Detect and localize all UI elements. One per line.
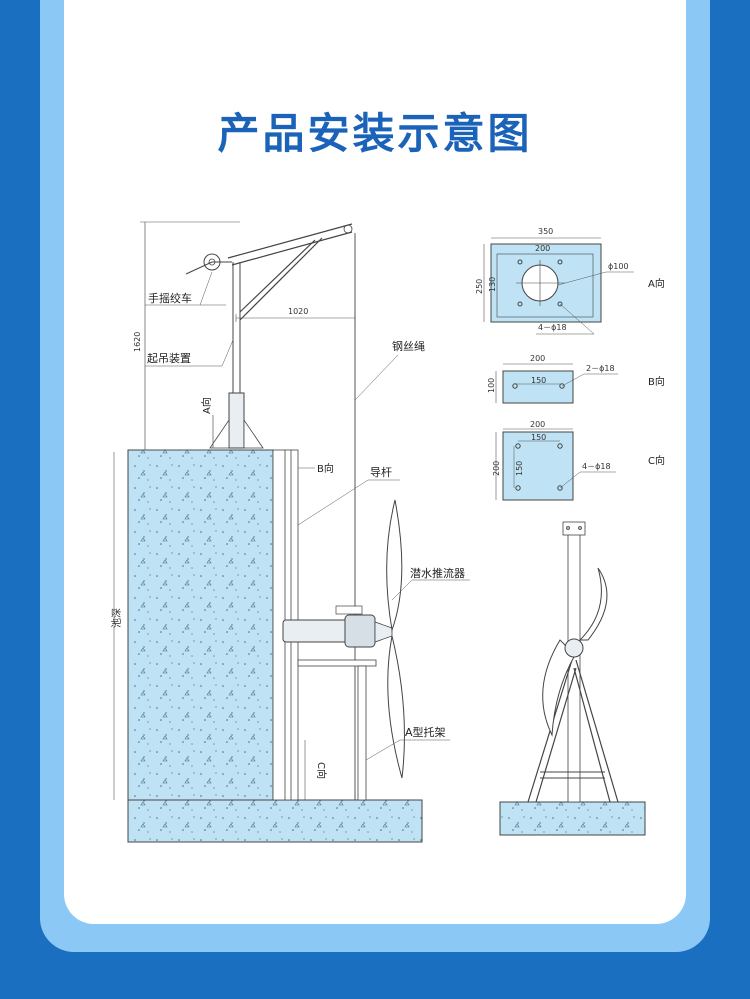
pool-floor bbox=[127, 799, 423, 843]
detail-b-holes: 2－ϕ18 bbox=[586, 364, 615, 373]
page-title: 产品安装示意图 bbox=[217, 109, 533, 158]
detail-a-height: 250 bbox=[475, 279, 484, 294]
detail-a-holes: 4－ϕ18 bbox=[538, 323, 567, 332]
side-view bbox=[499, 521, 646, 836]
a-bracket bbox=[357, 665, 367, 801]
detail-b-view: B向 bbox=[648, 375, 665, 388]
detail-c-inner-h: 150 bbox=[515, 461, 524, 476]
detail-a-bore: ϕ100 bbox=[608, 262, 629, 271]
lifting-device bbox=[185, 223, 353, 449]
detail-b-height: 100 bbox=[487, 378, 496, 393]
detail-a-width: 350 bbox=[538, 227, 553, 236]
detail-a-view: A向 bbox=[648, 277, 665, 290]
detail-c-plate bbox=[502, 431, 574, 501]
detail-c-holes: 4－ϕ18 bbox=[582, 462, 611, 471]
detail-c-inner: 150 bbox=[531, 433, 546, 442]
detail-a-inner: 200 bbox=[535, 244, 550, 253]
view-b-marker: B向 bbox=[317, 462, 334, 475]
bracket-label: A型托架 bbox=[405, 725, 446, 739]
submersible-mixer bbox=[282, 499, 405, 779]
guide-rod-label: 导杆 bbox=[370, 465, 392, 479]
detail-b-inner: 150 bbox=[531, 376, 546, 385]
pool-depth-label: 池深 bbox=[110, 608, 123, 628]
winch-label: 手摇绞车 bbox=[148, 291, 192, 305]
detail-a-inner-h: 130 bbox=[488, 277, 497, 292]
dim-1020-label: 1020 bbox=[288, 307, 308, 316]
view-c-marker: C向 bbox=[315, 762, 328, 779]
dim-1620-label: 1620 bbox=[133, 332, 142, 352]
view-a-marker: A向 bbox=[200, 397, 213, 414]
detail-c-width: 200 bbox=[530, 420, 545, 429]
lifting-device-label: 起吊装置 bbox=[147, 352, 191, 365]
detail-a-plate bbox=[490, 243, 602, 323]
detail-c-height: 200 bbox=[492, 461, 501, 476]
detail-b-width: 200 bbox=[530, 354, 545, 363]
wire-rope-label: 钢丝绳 bbox=[392, 339, 425, 353]
mixer-label: 潜水推流器 bbox=[410, 566, 465, 580]
detail-c-view: C向 bbox=[648, 454, 665, 467]
detail-b-plate bbox=[502, 370, 574, 404]
pool-wall bbox=[127, 449, 274, 801]
